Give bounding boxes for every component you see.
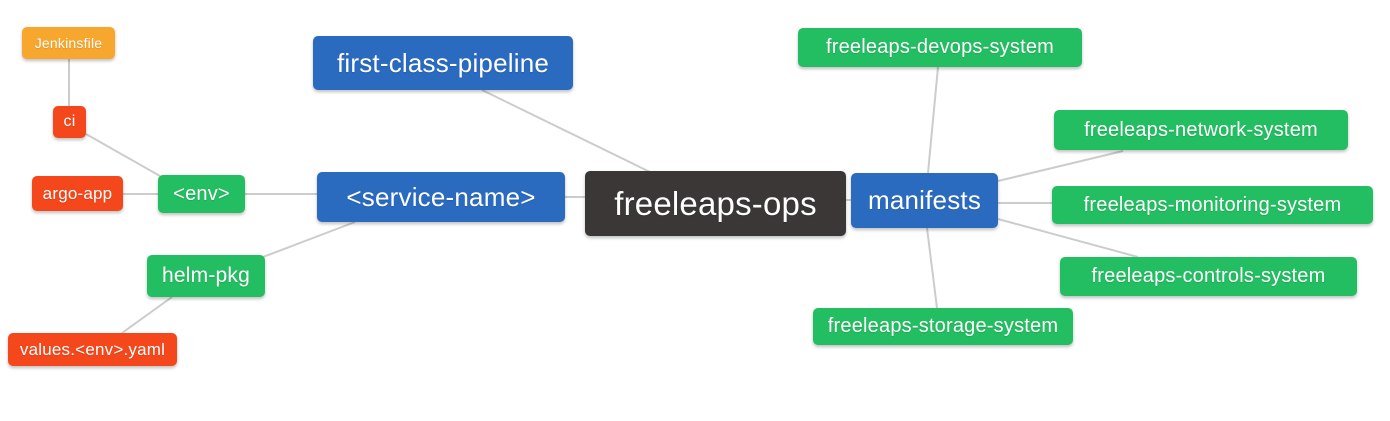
edge-helm-pkg-values <box>121 296 173 334</box>
node-first-class-pipeline[interactable]: first-class-pipeline <box>313 36 573 90</box>
edge-manifests-storage <box>926 227 938 309</box>
node-freeleaps-controls-system[interactable]: freeleaps-controls-system <box>1060 257 1357 296</box>
node-helm-pkg[interactable]: helm-pkg <box>147 255 265 297</box>
node-freeleaps-network-system[interactable]: freeleaps-network-system <box>1054 110 1348 150</box>
node-service-name[interactable]: <service-name> <box>317 172 565 222</box>
node-values-env-yaml[interactable]: values.<env>.yaml <box>8 333 177 366</box>
edge-service-name-helm-pkg <box>262 221 356 258</box>
node-jenkinsfile[interactable]: Jenkinsfile <box>22 27 115 59</box>
node-manifests[interactable]: manifests <box>851 173 998 228</box>
node-freeleaps-ops[interactable]: freeleaps-ops <box>585 171 846 236</box>
node-freeleaps-monitoring-system[interactable]: freeleaps-monitoring-system <box>1052 186 1373 224</box>
node-argo-app[interactable]: argo-app <box>32 176 123 211</box>
edge-ci-env <box>85 133 161 177</box>
edge-manifests-network <box>997 150 1124 182</box>
node-freeleaps-devops-system[interactable]: freeleaps-devops-system <box>798 28 1082 67</box>
node-freeleaps-storage-system[interactable]: freeleaps-storage-system <box>813 308 1073 345</box>
edge-manifests-controls <box>997 218 1139 258</box>
edge-pipeline-ops <box>481 89 651 173</box>
node-ci[interactable]: ci <box>53 106 86 138</box>
edge-manifests-devops <box>927 66 939 174</box>
node-env[interactable]: <env> <box>158 175 245 213</box>
